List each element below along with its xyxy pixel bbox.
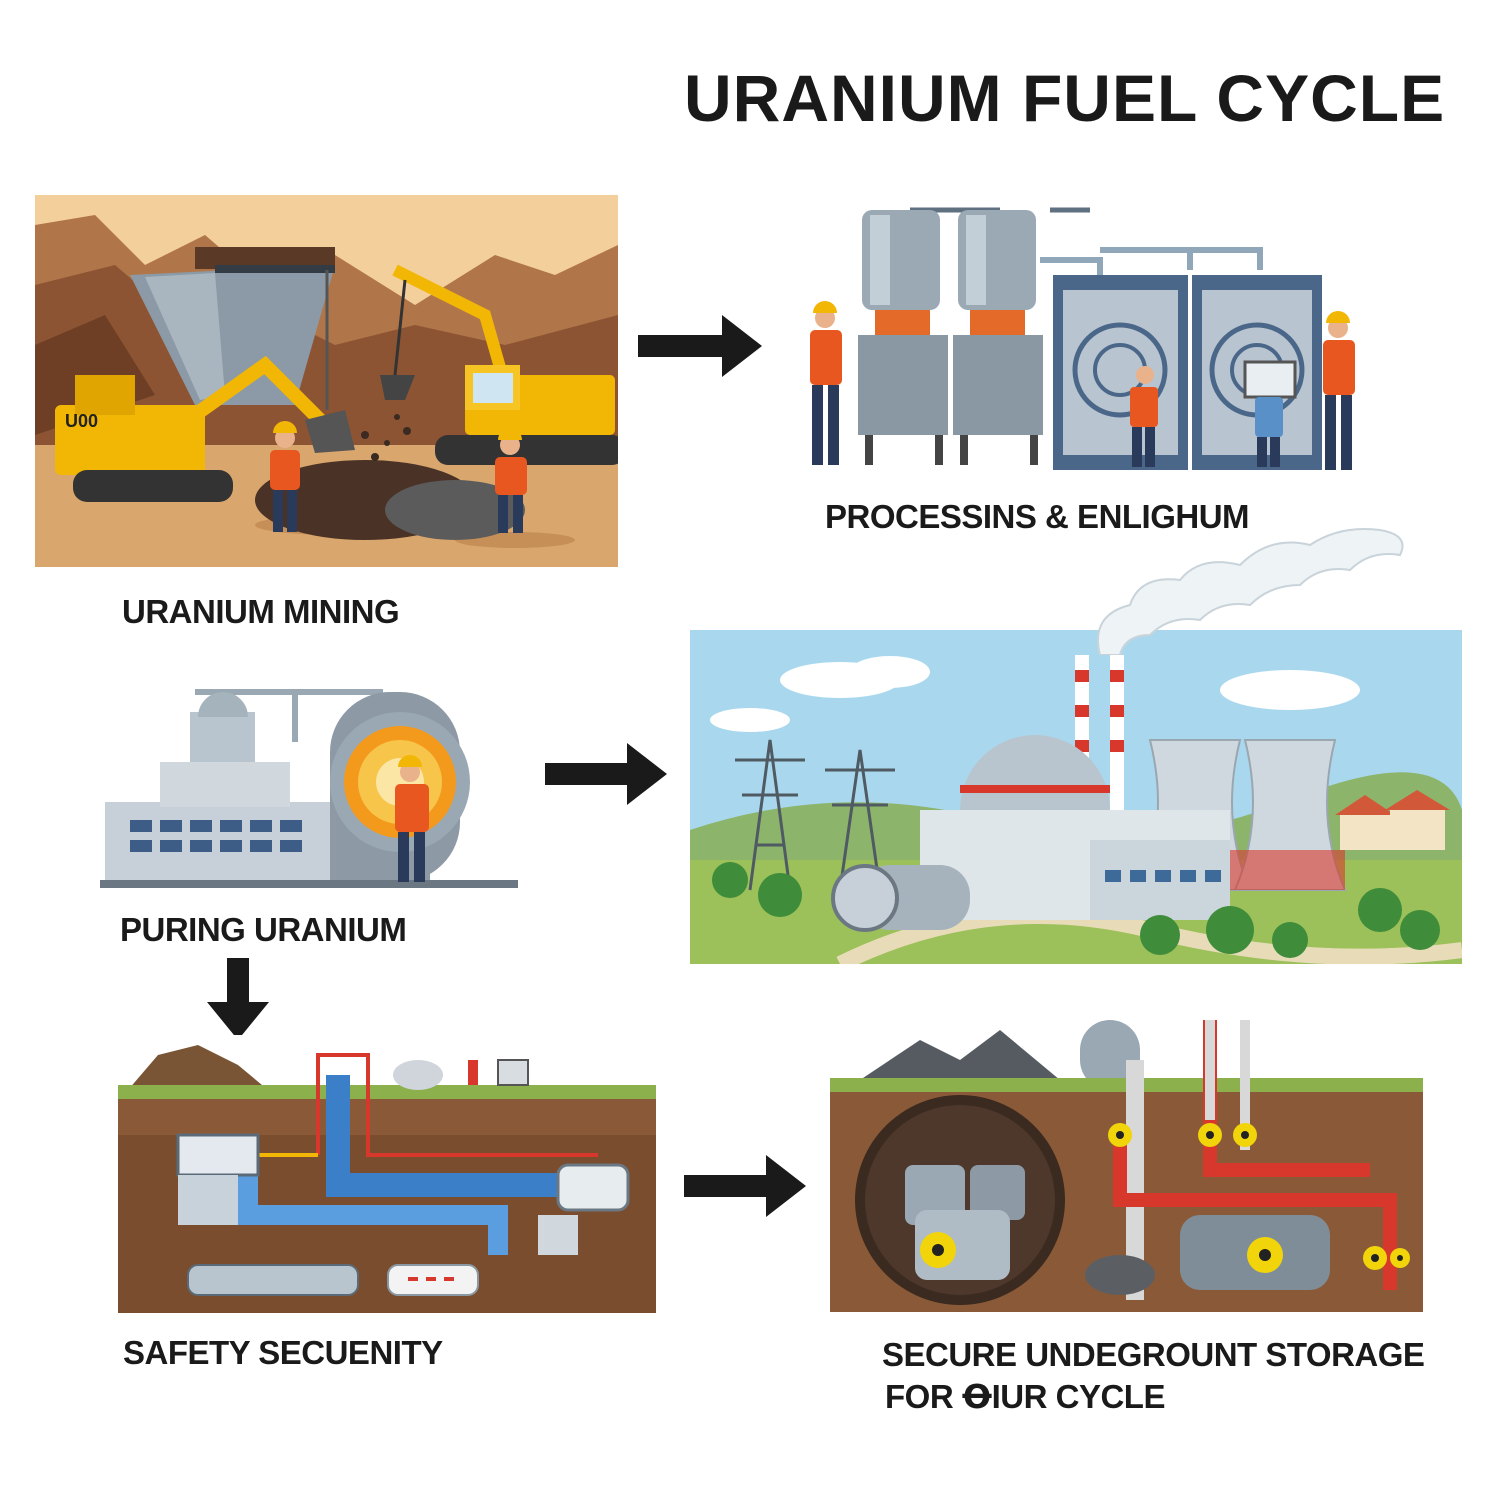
underground-storage-illustration — [830, 1000, 1423, 1312]
arrow-purifying-down — [207, 958, 269, 1040]
stage-label-purifying: PURING URANIUM — [120, 910, 406, 950]
stage-label-storage-line1: SECURE UNDEGROUNT STORAGE — [882, 1335, 1424, 1375]
processing-illustration — [790, 190, 1380, 480]
stage-label-mining: URANIUM MINING — [122, 592, 399, 632]
stage-label-storage-line2: FOR ꝊIUR CYCLE — [885, 1377, 1165, 1417]
page-title: URANIUM FUEL CYCLE — [684, 60, 1445, 136]
purifying-illustration — [100, 672, 518, 890]
arrow-safety-to-storage — [684, 1155, 806, 1217]
truck-label-text: U00 — [65, 411, 98, 431]
arrow-mining-to-processing — [638, 315, 762, 377]
arrow-purifying-to-powerplant — [545, 743, 667, 805]
smoke-plume — [1080, 515, 1410, 655]
mining-illustration: U00 — [35, 195, 618, 567]
safety-security-illustration — [118, 1035, 656, 1313]
stage-label-safety: SAFETY SECUENITY — [123, 1333, 443, 1373]
power-plant-illustration — [690, 630, 1462, 964]
